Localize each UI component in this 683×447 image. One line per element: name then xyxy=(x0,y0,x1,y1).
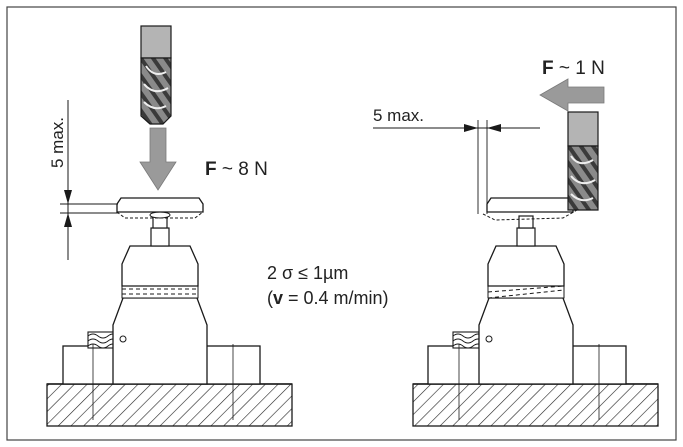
right-base-plate xyxy=(412,383,659,427)
right-force-var: F xyxy=(542,58,554,79)
right-force-value: ~ 1 N xyxy=(554,58,605,79)
left-milling-tool xyxy=(140,25,172,125)
accuracy-line-1: 2 σ ≤ 1µm xyxy=(267,263,348,283)
right-housing-upper xyxy=(487,245,565,287)
accuracy-speed-var: v xyxy=(273,288,283,308)
left-stylus-disc xyxy=(116,197,204,213)
left-dimension-label: 5 max. xyxy=(48,117,67,168)
accuracy-line-2: (v = 0.4 m/min) xyxy=(267,288,389,308)
figure-frame xyxy=(6,6,677,441)
left-force-value: ~ 8 N xyxy=(217,159,268,180)
left-force-arrow xyxy=(139,127,177,191)
left-housing-lower xyxy=(112,297,208,385)
right-housing-lower xyxy=(478,297,574,385)
left-mount-right xyxy=(199,345,261,385)
right-mount-left xyxy=(427,345,489,385)
right-probe xyxy=(373,78,659,427)
left-probe xyxy=(46,25,293,427)
right-force-label: F ~ 1 N xyxy=(542,58,605,79)
right-force-arrow xyxy=(539,78,605,112)
left-force-var: F xyxy=(205,159,217,180)
left-housing-upper xyxy=(121,245,199,287)
right-dimension xyxy=(373,120,540,214)
accuracy-speed-value: = 0.4 m/min) xyxy=(283,288,389,308)
left-force-label: F ~ 8 N xyxy=(205,159,268,180)
right-stylus-disc xyxy=(486,197,574,213)
left-dimension xyxy=(60,100,118,260)
accuracy-paren: ( xyxy=(267,288,273,308)
right-mount-right xyxy=(565,345,627,385)
right-dimension-label: 5 max. xyxy=(373,106,424,125)
left-base-plate xyxy=(46,383,293,427)
right-milling-tool xyxy=(567,111,599,211)
